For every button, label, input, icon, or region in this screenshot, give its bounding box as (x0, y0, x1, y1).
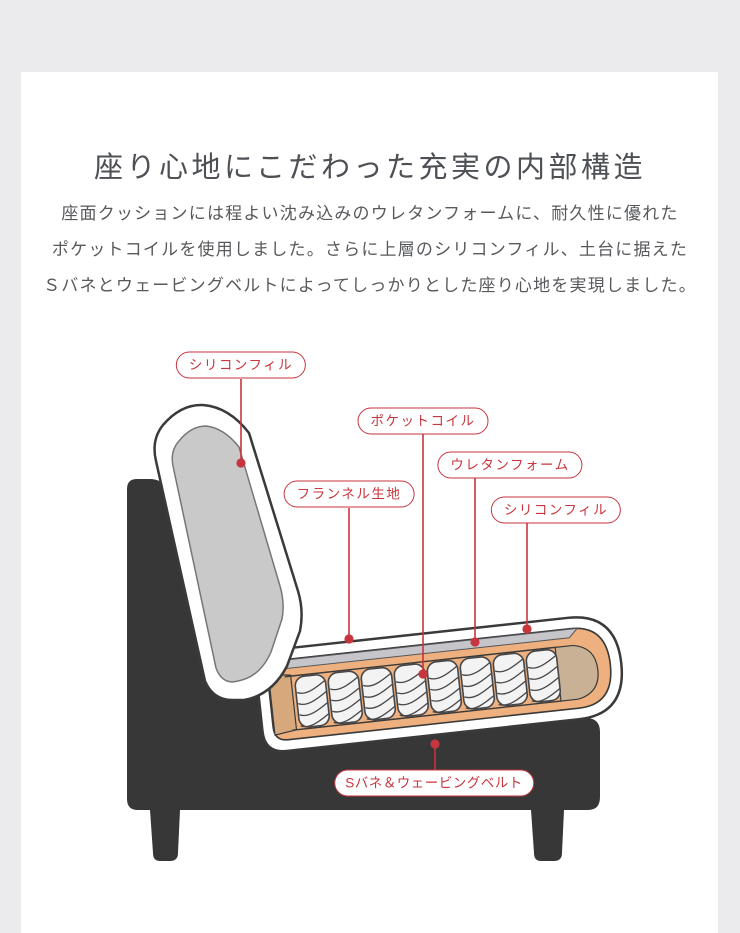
pocket-coil-spring (360, 666, 397, 721)
callout-dot-pocket-coil (418, 669, 428, 679)
pocket-coil-spring (459, 656, 496, 710)
description-line: 座面クッションには程よい沈み込みのウレタンフォームに、耐久性に優れた (61, 204, 679, 223)
label-silicon-fill-back: シリコンフィル (175, 351, 307, 379)
seat-side-block-right (554, 644, 599, 702)
sofa-leg-left (150, 810, 180, 861)
label-silicon-fill-seat: シリコンフィル (490, 496, 622, 524)
pocket-coil-spring (294, 674, 331, 728)
pocket-coil-spring (525, 648, 562, 703)
label-s-spring-webbing-belt: Sバネ＆ウェービングベルト (334, 769, 534, 797)
sofa-leg-right (531, 810, 564, 861)
pocket-coil-spring (492, 652, 529, 707)
pocket-coils (294, 648, 562, 728)
backrest-cushion (153, 403, 303, 702)
callout-dot-flannel-fabric (344, 634, 354, 644)
pocket-coil-spring (426, 659, 463, 714)
callout-dot-silicon-fill-seat (522, 624, 532, 634)
callout-dot-silicon-fill-back (236, 458, 246, 468)
callout-dot-urethane-foam (470, 637, 480, 647)
label-pocket-coil: ポケットコイル (357, 407, 489, 435)
backrest-inner-panel (171, 425, 284, 683)
pocket-coil-spring (327, 670, 364, 725)
page-title: 座り心地にこだわった充実の内部構造 (94, 152, 646, 185)
callout-dots (236, 458, 532, 749)
description-line: Ｓバネとウェービングベルトによってしっかりとした座り心地を実現しました。 (43, 276, 697, 295)
label-urethane-foam: ウレタンフォーム (437, 451, 583, 479)
callout-dot-s-spring (430, 739, 440, 749)
label-flannel-fabric: フランネル生地 (283, 480, 415, 508)
description-line: ポケットコイルを使用しました。さらに上層のシリコンフィル、土台に据えた (51, 240, 689, 259)
